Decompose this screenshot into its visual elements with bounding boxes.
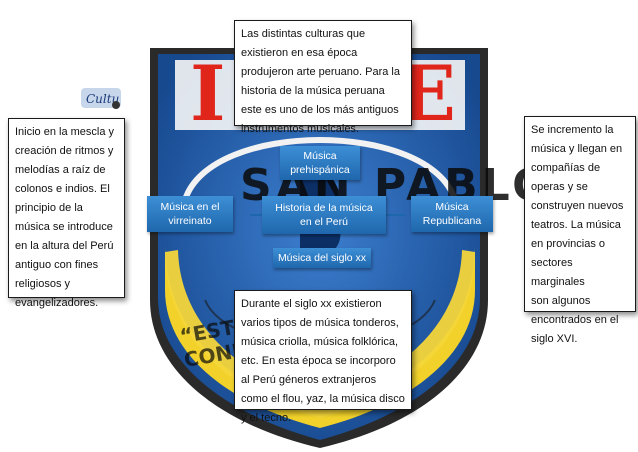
note-viceroyalty: Inicio en la mescla y creación de ritmos… — [8, 118, 125, 309]
note-prehispanic: Las distintas culturas que existieron en… — [234, 20, 412, 135]
node-musica-prehispanica: Música prehispánica — [280, 146, 360, 180]
note-20th-century: Durante el siglo xx existieron varios ti… — [234, 290, 412, 424]
node-musica-virreinato: Música en el virreinato — [147, 196, 233, 232]
node-musica-republicana: Música Republicana — [411, 196, 493, 232]
logo-icon: Cultu — [81, 88, 121, 109]
crest-letter-i: I — [190, 49, 226, 138]
note-republican: Se incremento la música y llegan en comp… — [524, 116, 636, 345]
node-musica-siglo-xx: Música del siglo xx — [273, 248, 371, 268]
svg-text:Cultu: Cultu — [86, 92, 119, 106]
node-center-historia: Historia de la música en el Perú — [262, 196, 386, 234]
